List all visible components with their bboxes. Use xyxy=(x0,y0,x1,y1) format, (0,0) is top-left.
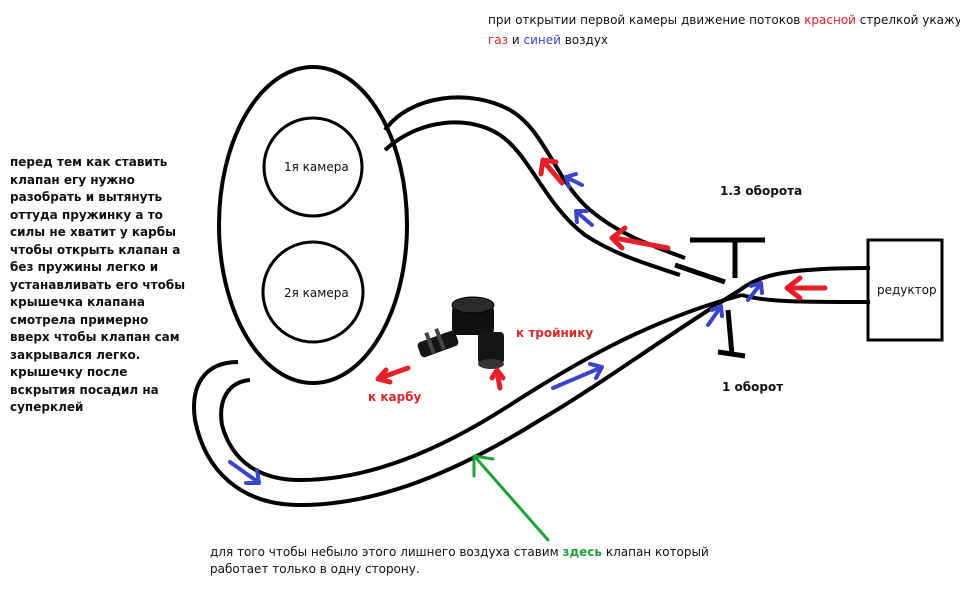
gas-arrow-5 xyxy=(377,365,411,381)
header-text-1: при открытии первой камеры движение пото… xyxy=(488,13,805,27)
left-note: перед тем как ставить клапан егу нужно р… xyxy=(10,155,186,414)
air-arrow-3 xyxy=(706,306,722,327)
header-blue-word: синей xyxy=(523,33,561,47)
chamber-1-label: 1я камера xyxy=(284,160,349,174)
upper-hose-outer xyxy=(383,95,686,260)
air-arrow-5 xyxy=(576,211,594,227)
upper-adjuster-seat xyxy=(674,262,726,285)
air-arrows xyxy=(228,172,764,485)
bottom-text-3: работает только в одну сторону. xyxy=(210,562,420,576)
air-arrow-2-head xyxy=(244,468,261,485)
header-text-2: стрелкой укажу xyxy=(855,13,960,27)
gas-arrow-4-head xyxy=(489,367,506,381)
chamber-2-circle xyxy=(261,240,365,344)
air-arrow-3-head xyxy=(710,304,724,318)
header-note: при открытии первой камеры движение пото… xyxy=(488,10,960,50)
air-arrow-2 xyxy=(228,460,260,484)
air-arrow-4-head xyxy=(749,281,764,295)
gas-arrow-2-head xyxy=(609,225,628,251)
header-text-4: воздух xyxy=(560,33,609,47)
gas-arrow-2 xyxy=(612,235,671,251)
gas-arrow-5-head xyxy=(375,367,393,385)
air-arrow-6-head xyxy=(564,172,578,189)
reducer-hose-top xyxy=(738,266,871,292)
to-carb-label: к карбу xyxy=(368,390,422,404)
turns-1-3-label: 1.3 оборота xyxy=(720,184,803,198)
air-arrow-1-head xyxy=(588,362,604,380)
gas-arrow-3-head xyxy=(538,157,559,177)
bottom-green-word: здесь xyxy=(562,545,603,559)
pointer-arrow xyxy=(472,454,550,542)
air-arrow-6 xyxy=(566,176,584,187)
header-red-word: красной xyxy=(804,13,856,27)
header-text-3: и xyxy=(508,33,524,47)
air-arrow-5-head xyxy=(574,209,589,224)
to-tee-label: к тройнику xyxy=(516,326,594,340)
upper-hose-inner xyxy=(383,120,681,277)
reducer-box xyxy=(866,238,944,342)
chamber-2-label: 2я камера xyxy=(284,286,349,300)
lower-hose-inner xyxy=(219,293,743,483)
reducer-label: редуктор xyxy=(877,283,937,297)
bottom-text-1: для того чтобы небыло этого лишнего возд… xyxy=(210,545,563,559)
gas-arrow-1-head xyxy=(784,275,803,301)
chamber-1-circle xyxy=(262,116,364,218)
bottom-note: для того чтобы небыло этого лишнего возд… xyxy=(210,544,709,578)
chamber-body-oval xyxy=(217,65,409,385)
header-gas-word: газ xyxy=(488,33,509,47)
lower-hose-outer xyxy=(192,288,742,508)
turns-1-label: 1 оборот xyxy=(722,380,784,394)
gas-arrows xyxy=(375,157,828,391)
reducer-hose-bottom xyxy=(741,293,871,304)
check-valve-image xyxy=(417,296,504,369)
air-arrow-4 xyxy=(746,283,762,302)
bottom-text-2: клапан который xyxy=(602,545,709,559)
lower-adjuster-stem xyxy=(725,309,735,356)
lower-adjuster-base xyxy=(717,349,746,359)
gas-arrow-3 xyxy=(542,160,565,186)
air-arrow-1 xyxy=(551,366,602,390)
